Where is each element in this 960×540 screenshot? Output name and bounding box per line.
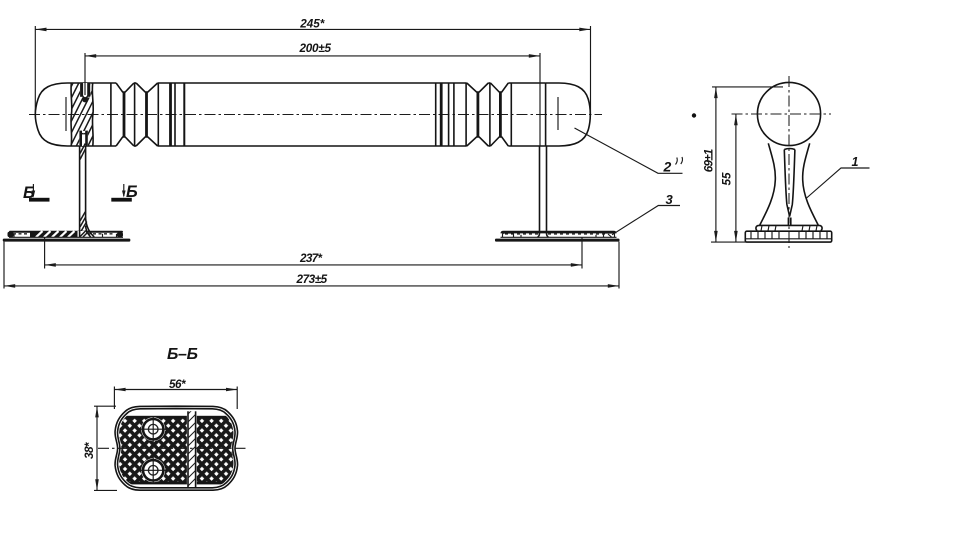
svg-text:38*: 38* (83, 442, 96, 459)
svg-text:200±5: 200±5 (299, 42, 332, 55)
svg-text:Б: Б (126, 183, 138, 201)
svg-text:69±1: 69±1 (702, 149, 715, 173)
svg-text:Б–Б: Б–Б (167, 346, 198, 363)
svg-text:Б: Б (23, 184, 35, 202)
svg-text:273±5: 273±5 (296, 273, 328, 286)
svg-text:245*: 245* (299, 17, 324, 30)
svg-text:2: 2 (663, 159, 672, 175)
svg-text:3: 3 (666, 192, 674, 207)
svg-text:56*: 56* (169, 378, 186, 391)
svg-text:1: 1 (852, 155, 859, 169)
svg-text:55: 55 (720, 172, 733, 186)
svg-text:237*: 237* (299, 252, 322, 265)
